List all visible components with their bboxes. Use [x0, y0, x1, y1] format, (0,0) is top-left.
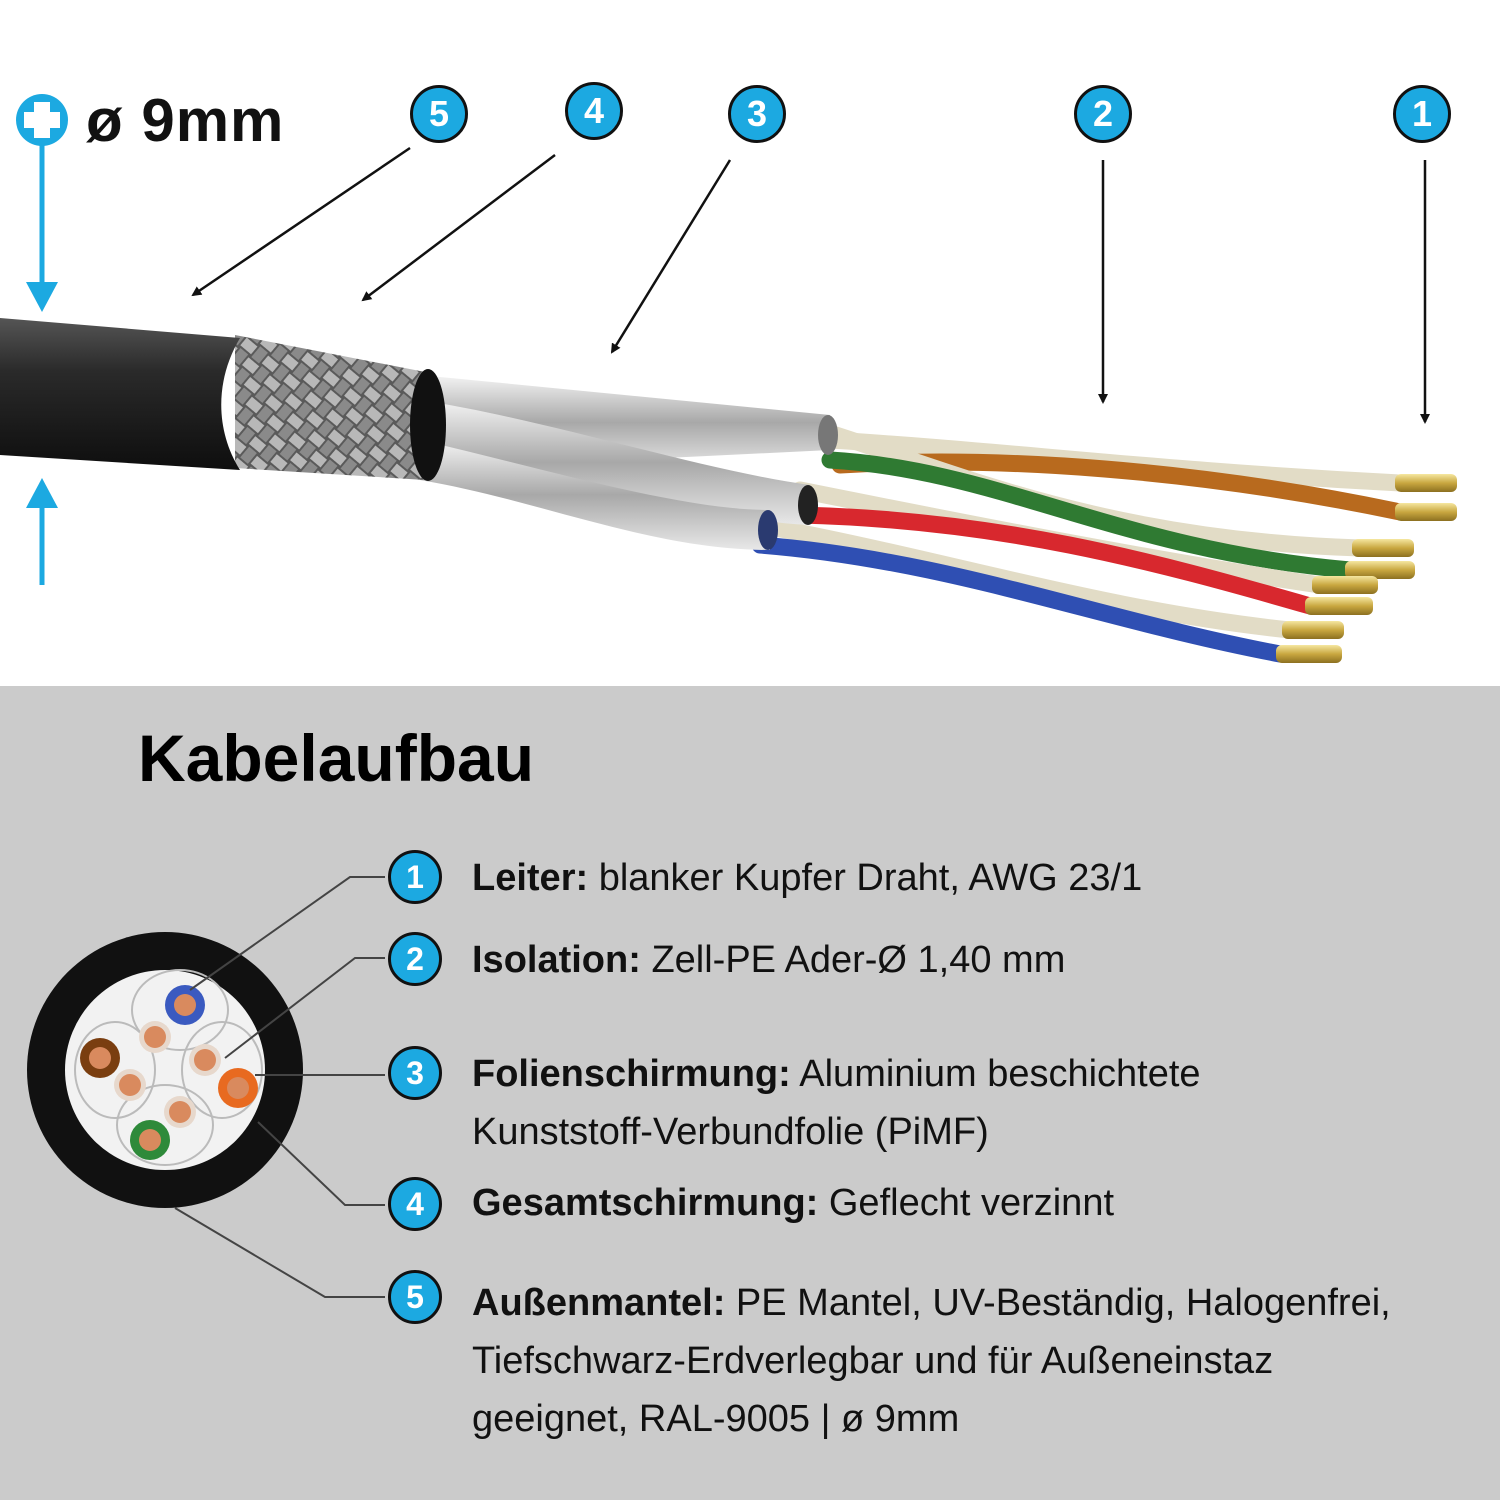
legend-badge-2: 2: [388, 932, 442, 986]
legend-item-3-text: Aluminium beschichtete Kunststoff-Verbun…: [472, 1053, 1201, 1153]
callout-4-badge: 4: [565, 82, 623, 140]
legend-item-4-label: Gesamtschirmung:: [472, 1182, 819, 1224]
legend-badge-4: 4: [388, 1177, 442, 1231]
legend-badge-1: 1: [388, 850, 442, 904]
legend-item-1: Leiter: blanker Kupfer Draht, AWG 23/1: [472, 849, 1462, 907]
legend-item-5-label: Außenmantel:: [472, 1282, 726, 1324]
wire-pairs: [751, 421, 1409, 663]
legend-item-2-text: Zell-PE Ader-Ø 1,40 mm: [651, 939, 1066, 981]
callout-3-badge: 3: [728, 85, 786, 143]
braid-shield: [235, 335, 425, 480]
legend-title: Kabelaufbau: [138, 721, 535, 795]
legend-item-1-text: blanker Kupfer Draht, AWG 23/1: [598, 857, 1143, 899]
legend-item-5-text: PE Mantel, UV-Beständig, Halogenfrei, Ti…: [472, 1282, 1391, 1440]
legend-item-2: Isolation: Zell-PE Ader-Ø 1,40 mm: [472, 931, 1462, 989]
legend-leaders: [174, 876, 385, 1298]
legend-item-3: Folienschirmung: Aluminium beschichtete …: [472, 1045, 1372, 1161]
legend-badge-3: 3: [388, 1046, 442, 1100]
legend-item-2-label: Isolation:: [472, 939, 641, 981]
diameter-label: ø 9mm: [86, 87, 285, 154]
foil-shields: [420, 375, 838, 550]
copper-conductors: [1276, 474, 1457, 663]
diameter-indicator: [16, 94, 68, 585]
legend-item-5: Außenmantel: PE Mantel, UV-Beständig, Ha…: [472, 1274, 1432, 1448]
callout-leaders: [191, 146, 1430, 424]
callout-5-badge: 5: [410, 85, 468, 143]
legend-badge-5: 5: [388, 1270, 442, 1324]
callout-1-badge: 1: [1393, 85, 1451, 143]
outer-jacket: [0, 318, 240, 470]
cross-section: [27, 932, 303, 1208]
legend-item-3-label: Folienschirmung:: [472, 1053, 791, 1095]
legend-item-1-label: Leiter:: [472, 857, 589, 899]
callout-2-badge: 2: [1074, 85, 1132, 143]
legend-item-4-text: Geflecht verzinnt: [828, 1182, 1115, 1224]
legend-item-4: Gesamtschirmung: Geflecht verzinnt: [472, 1174, 1462, 1232]
